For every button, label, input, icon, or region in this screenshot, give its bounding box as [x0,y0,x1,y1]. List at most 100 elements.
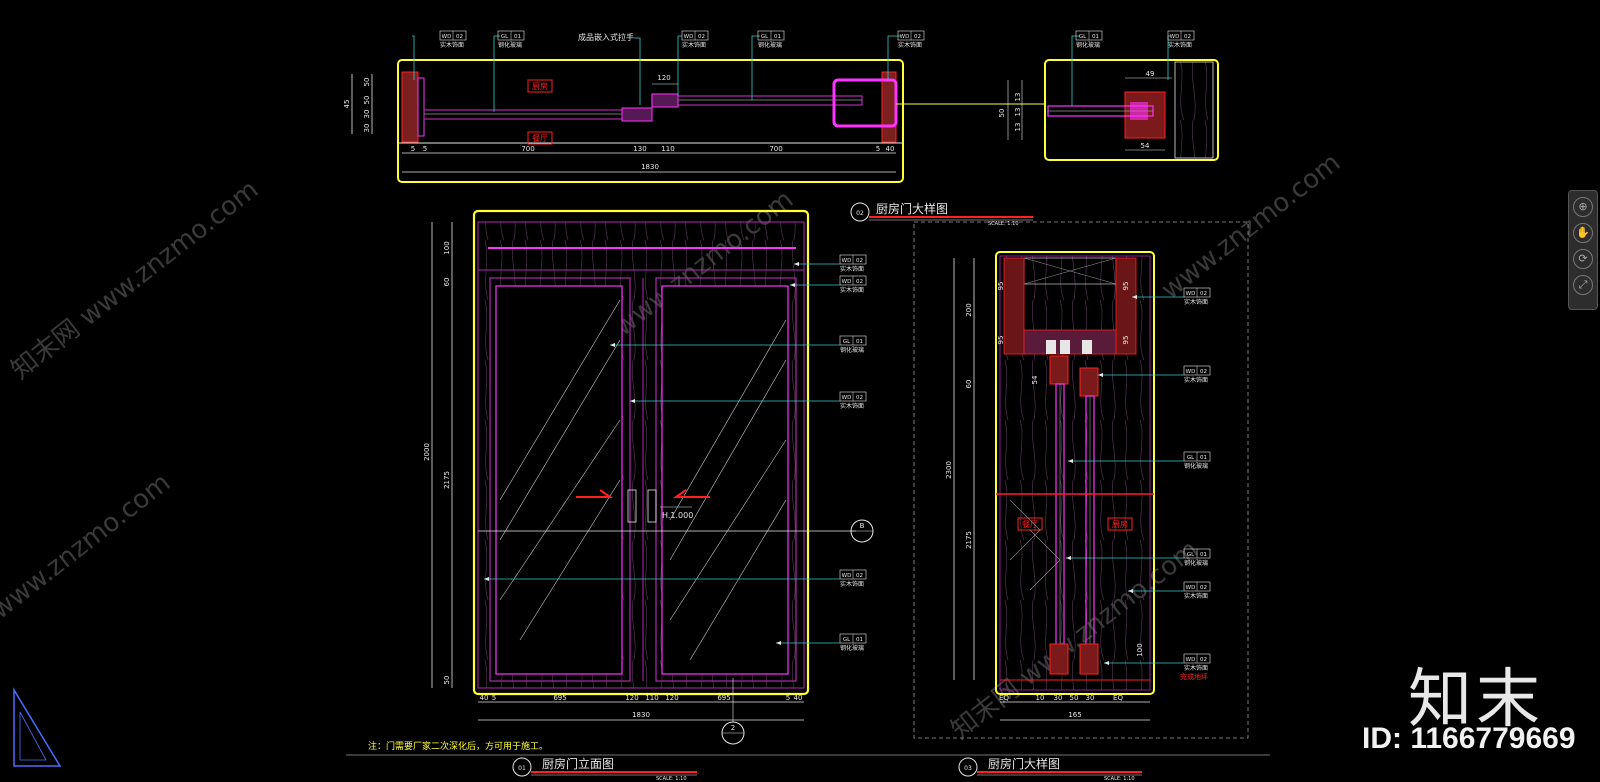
section-bottom-dim: 10 [1036,694,1045,702]
plan-detail-dim: 49 [1146,70,1155,78]
detail-title-top: 02 厨房门大样图 SCALE: 1:10 [850,201,1033,227]
plan-side-dim: 30 [363,124,371,133]
pan-hand-icon[interactable]: ✋ [1573,223,1593,243]
detail-title-number: 02 [856,210,864,217]
elevation-bottom-dim: 120 [665,694,678,702]
door-elevation-view: H.1.000 B 2 100 60 2000 2175 50 40 5 695… [346,209,1270,782]
callout-material-text: 实木饰面 [840,286,864,294]
section-bottom-dim: EQ [999,694,1009,702]
section-small-dim: 95 [1122,336,1130,345]
callout-number: 01 [514,34,521,40]
plan-detail-dim: 13 [1014,108,1022,117]
callout-arrow [790,283,795,287]
callout-material-text: 实木饰面 [1184,298,1208,306]
elevation-bottom-dim: 695 [553,694,566,702]
callout-material-text: 实木饰面 [440,41,464,49]
callout-code: WD [1186,291,1196,297]
callout-number: 02 [914,34,921,40]
callout-material-text: 实木饰面 [898,41,922,49]
callout-code: GL [761,34,769,40]
section-title-text: 厨房门大样图 [988,756,1060,771]
callout-code: WD [900,34,910,40]
plan-dim: 110 [661,145,674,153]
callout-number: 01 [856,339,863,345]
section-marker-b: B [860,522,865,530]
section-side-dim: 200 [965,303,973,316]
callout-code: WD [842,279,852,285]
plan-detail-dim: 13 [1014,123,1022,132]
section-side-dim: 2300 [945,461,953,479]
plan-detail-view: 49 54 50 13 13 13 [998,35,1219,161]
callout-code: WD [684,34,694,40]
watermark: www.znzmo.com [1156,148,1346,306]
callout-number: 02 [1184,34,1191,40]
callout-arrow [1066,556,1071,560]
elevation-bottom-dim: 5 [492,694,496,702]
plan-dim: 5 [876,145,880,153]
section-small-dim: 95 [997,336,1005,345]
zoom-icon[interactable]: ⊕ [1573,197,1593,217]
section-room-label-dining: 餐厅 [1022,520,1038,529]
elevation-side-dim: 60 [443,278,451,287]
plan-dim: 130 [633,145,646,153]
callout-code: WD [1186,657,1196,663]
detail-title-text: 厨房门大样图 [876,201,948,216]
watermark: 知末网 www.znzmo.com [6,175,264,386]
callout-material-text: 钢化玻璃 [1076,41,1100,49]
fit-view-icon[interactable]: ⤢ [1573,275,1593,295]
watermark: www.znzmo.com [0,468,176,626]
callout-material-text: 钢化玻璃 [840,346,864,354]
section-marker-2: 2 [731,724,735,732]
callout-material-text: 实木饰面 [682,41,706,49]
orientation-triangle-icon [13,687,62,767]
callout-number: 02 [856,258,863,264]
callout-code: GL [1187,455,1195,461]
detail-highlight-box [832,78,898,128]
orbit-icon[interactable]: ⟳ [1573,249,1593,269]
callout-material-text: 实木饰面 [840,265,864,273]
callout-material-text: 实木饰面 [1184,376,1208,384]
callout-number: 02 [856,279,863,285]
plan-dim: 5 [423,145,427,153]
section-room-label-kitchen: 厨房 [1112,519,1128,529]
plan-dim: 5 [411,145,415,153]
section-side-dim: 100 [1136,643,1144,656]
callout-number: 02 [856,573,863,579]
section-small-dim: 95 [997,282,1005,291]
callout-arrow [1132,295,1137,299]
handle-height-mark: H.1.000 [662,511,693,520]
callout-code: GL [1187,552,1195,558]
elevation-bottom-dim: 40 [480,694,489,702]
section-total-dim: 165 [1068,711,1081,719]
plan-dim-120: 120 [657,74,670,82]
callout-code: WD [842,258,852,264]
plan-room-label-kitchen: 厨房 [532,81,548,91]
elevation-bottom-dim: 120 [625,694,638,702]
handle-note: 成品嵌入式拉手 [578,32,634,42]
callout-material-text: 实木饰面 [1184,664,1208,672]
elevation-title-text: 厨房门立面图 [542,756,614,771]
elevation-bottom-dim: 5 [786,694,790,702]
elevation-side-dim: 2000 [423,443,431,461]
construction-note: 注：门需要厂家二次深化后，方可用于施工。 [368,740,548,752]
section-title-scale: SCALE: 1:10 [1104,776,1135,782]
callout-arrow [1104,661,1109,665]
callout-code: WD [842,573,852,579]
callout-material-text: 钢化玻璃 [840,644,864,652]
detail-title-scale: SCALE: 1:10 [988,221,1019,227]
callout-number: 02 [1200,657,1207,663]
callout-number: 01 [1092,34,1099,40]
callout-code: GL [843,637,851,643]
elevation-title-number: 01 [518,765,526,772]
plan-side-dim: 30 [363,110,371,119]
